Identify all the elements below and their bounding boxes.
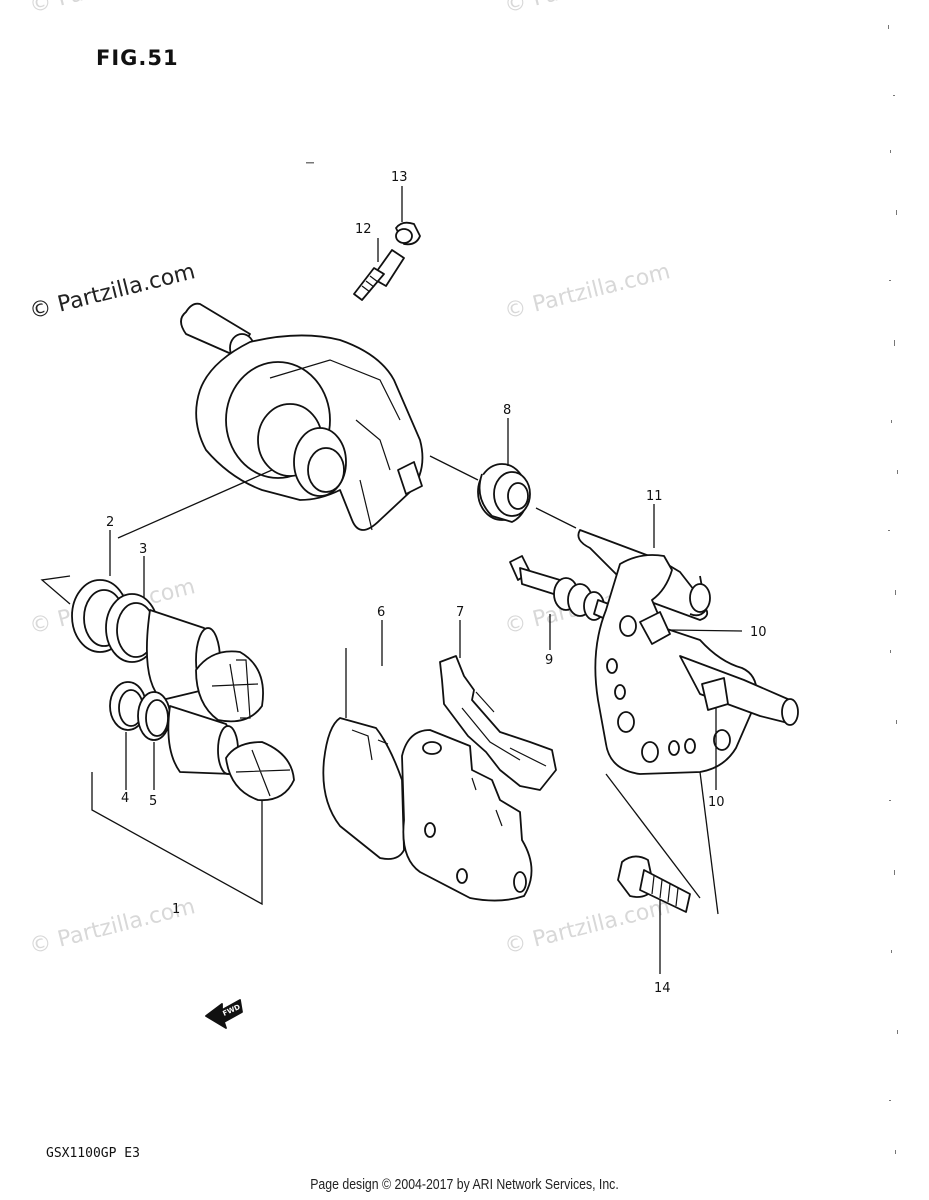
bleeder-cap (395, 221, 421, 246)
page-footer: Page design © 2004-2017 by ARI Network S… (310, 1176, 619, 1193)
brake-pad-inner (322, 717, 405, 860)
mounting-bolt (617, 855, 691, 913)
piston-large (145, 609, 264, 723)
leader-boot-pin (535, 507, 577, 529)
callout-9: 9 (545, 653, 553, 668)
leader-caliper-left (117, 469, 273, 539)
callout-2: 2 (106, 515, 114, 530)
callout-7: 7 (456, 605, 464, 620)
callout-13: 13 (391, 170, 408, 185)
callout-6: 6 (377, 605, 385, 620)
bracket-2 (40, 575, 71, 605)
leader-10a (669, 629, 743, 632)
caliper-bracket (577, 529, 799, 775)
brake-pad-outer (401, 729, 533, 902)
callout-1: 1 (172, 902, 180, 917)
piston-small (167, 705, 295, 802)
caliper-body (180, 302, 424, 531)
fwd-arrow-icon: FWD (205, 999, 243, 1029)
leader-caliper-boot (429, 455, 479, 481)
callout-14: 14 (654, 981, 671, 996)
callout-3: 3 (139, 542, 147, 557)
callout-11: 11 (646, 489, 663, 504)
bracket-1 (91, 772, 263, 906)
bleeder-screw (353, 249, 405, 301)
figure-title: FIG.51 (96, 46, 179, 70)
scan-noise (306, 25, 898, 1154)
callout-5: 5 (149, 794, 157, 809)
model-code: GSX1100GP E3 (46, 1146, 140, 1161)
piston-seal-small (109, 681, 147, 731)
dust-seal-small (137, 691, 171, 741)
leader-bracket-bolt-2 (605, 773, 701, 899)
dust-seal-large (105, 593, 159, 663)
dust-boot (477, 463, 531, 523)
pad-spring (439, 655, 557, 791)
callout-4: 4 (121, 791, 129, 806)
callout-12: 12 (355, 222, 372, 237)
callout-10-upper: 10 (750, 625, 767, 640)
leader-bracket-bolt (699, 771, 719, 915)
callout-10-lower: 10 (708, 795, 725, 810)
callout-8: 8 (503, 403, 511, 418)
